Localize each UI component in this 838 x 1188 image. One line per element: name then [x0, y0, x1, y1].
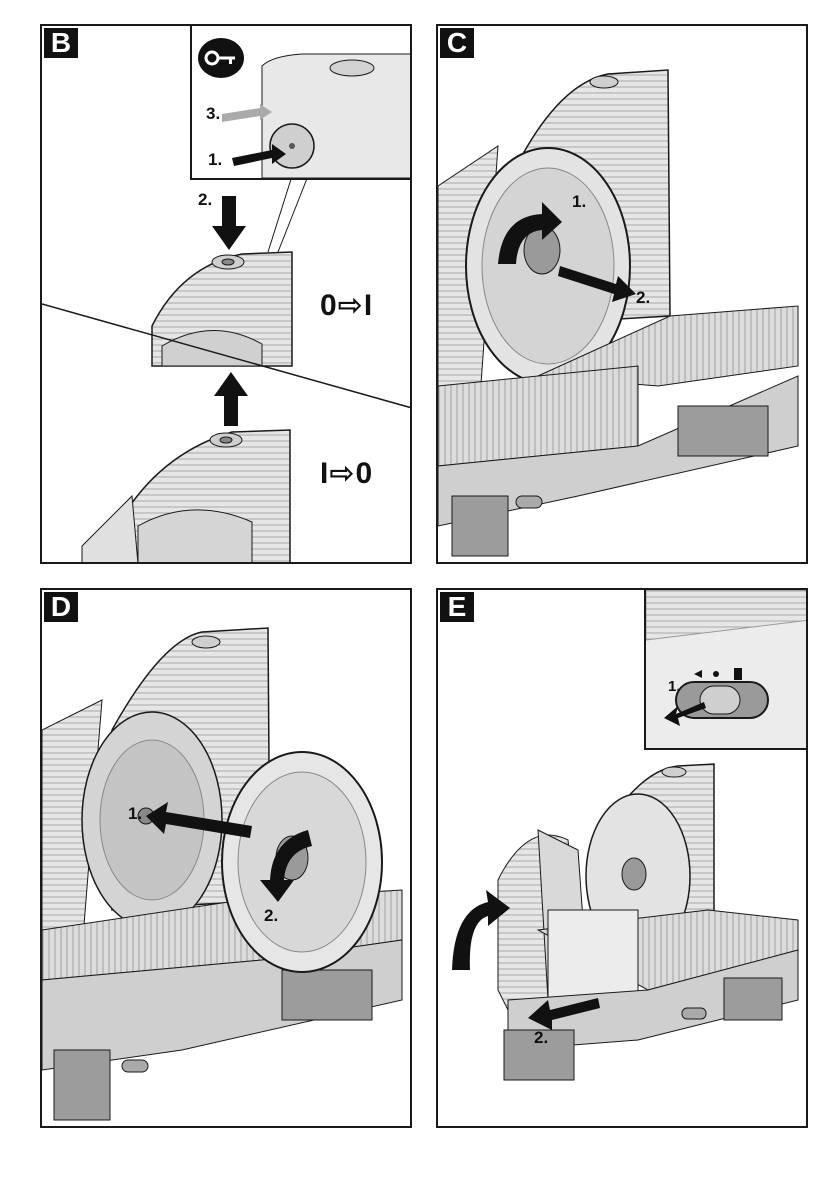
food-carriage-lower: [82, 496, 138, 564]
panel-c-illustration: [438, 26, 808, 564]
panel-letter-e: E: [440, 592, 474, 622]
panel-d-illustration: [42, 590, 412, 1128]
step-3-label: 3.: [206, 104, 220, 124]
panel-e: E: [436, 588, 808, 1128]
panel-c: C 1. 2.: [436, 24, 808, 564]
panel-letter-d: D: [44, 592, 78, 622]
panel-b-inset: 3. 1.: [190, 24, 412, 180]
step-2-label: 2.: [198, 190, 212, 210]
panel-letter-c: C: [440, 28, 474, 58]
base-foot-right: [724, 978, 782, 1020]
switch-button: [662, 767, 686, 777]
step-2-label: 2.: [636, 288, 650, 308]
slide-switch: [516, 496, 542, 508]
key-badge: [198, 38, 244, 78]
base-foot-right: [282, 970, 372, 1020]
slide-switch: [682, 1008, 706, 1019]
panel-d: D 1. 2.: [40, 588, 412, 1128]
blade-edge-lower: [138, 510, 252, 564]
step-1-label: 1.: [128, 804, 142, 824]
step-2-label: 2.: [534, 1028, 548, 1048]
key-icon: [198, 38, 244, 78]
blade-hub: [622, 858, 646, 890]
arrow-down-icon: [212, 196, 246, 250]
switch-button: [192, 636, 220, 648]
switch-button: [590, 76, 618, 88]
slide-switch: [122, 1060, 148, 1072]
off-switch-label: I⇨0: [320, 456, 373, 491]
panel-letter-b: B: [44, 28, 78, 58]
base-foot-right: [678, 406, 768, 456]
step-2-label: 2.: [264, 906, 278, 926]
base-foot-left: [54, 1050, 110, 1120]
inset-switch-closeup: [646, 590, 808, 748]
inset-step-1-label: 1.: [668, 678, 681, 695]
arrow-up-icon: [214, 372, 248, 426]
panel-e-inset: 1.: [644, 588, 808, 750]
panel-b: B: [40, 24, 412, 564]
carriage-backplate: [548, 910, 638, 1000]
lock-symbol-icon: [734, 668, 742, 680]
step-1-label-inset: 1.: [208, 150, 222, 170]
on-switch-label: 0⇨I: [320, 288, 373, 323]
base-foot-left: [452, 496, 508, 556]
step-1-label: 1.: [572, 192, 586, 212]
